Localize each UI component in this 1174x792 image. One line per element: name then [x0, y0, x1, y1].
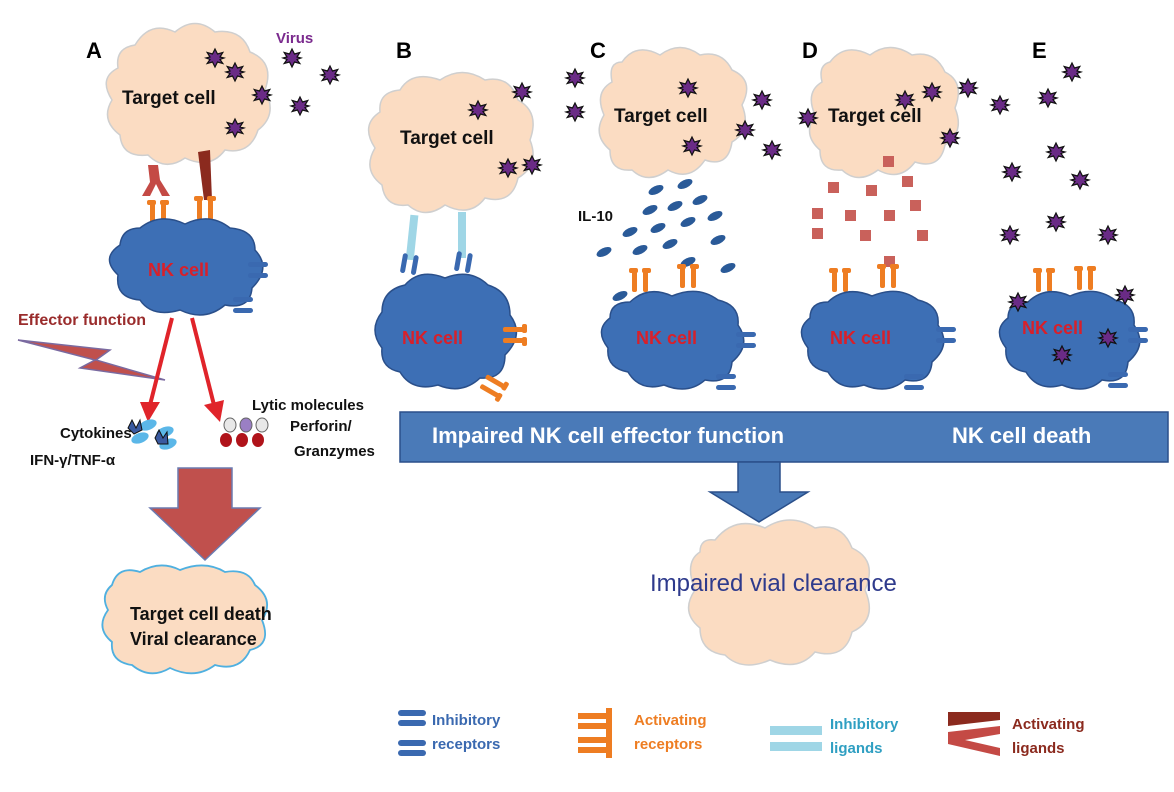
perforin-label: Perforin/	[290, 418, 352, 435]
panel-e	[990, 62, 1148, 390]
legend-activating-receptors-line1: Activating	[634, 712, 707, 729]
nk-cell-label-d: NK cell	[830, 328, 892, 348]
panel-label-d: D	[802, 38, 818, 63]
target-cell-label-b: Target cell	[400, 128, 494, 149]
soluble-ligands	[812, 156, 928, 267]
effector-bolt	[17, 339, 166, 381]
cytokines-cluster	[127, 418, 177, 450]
panel-label-a: A	[86, 38, 102, 63]
panel-label-c: C	[590, 38, 606, 63]
panel-label-e: E	[1032, 38, 1047, 63]
granzymes-label: Granzymes	[294, 443, 375, 460]
effector-function-label: Effector function	[18, 312, 146, 329]
lytic-molecules-label: Lytic molecules	[252, 397, 364, 414]
target-cell-death-label: Target cell death	[130, 604, 272, 624]
legend-inhibitory-receptors-icon	[398, 710, 426, 756]
viral-clearance-label: Viral clearance	[130, 629, 257, 649]
impaired-function-label: Impaired NK cell effector function	[432, 423, 785, 448]
activating-ligand-a2	[198, 150, 212, 200]
panel-a	[17, 22, 340, 675]
panel-d	[798, 46, 978, 390]
target-cell-d	[808, 46, 960, 179]
nk-cell-label-e: NK cell	[1022, 318, 1084, 338]
nk-cell-label-a: NK cell	[148, 260, 210, 280]
il10-label: IL-10	[578, 208, 614, 225]
big-down-arrow-a	[148, 467, 262, 562]
nk-cell-death-label: NK cell death	[952, 423, 1092, 448]
target-cell-label-c: Target cell	[614, 106, 708, 127]
outcome-cloud-a	[101, 564, 269, 675]
legend-inhibitory-ligands-line2: ligands	[830, 740, 883, 757]
nk-cell-a	[108, 218, 264, 316]
legend-inhibitory-ligands-line1: Inhibitory	[830, 716, 899, 733]
target-cell-b	[367, 71, 534, 214]
legend-inhibitory-ligands-icon	[770, 726, 822, 751]
legend-activating-ligands-line2: ligands	[1012, 740, 1065, 757]
nk-cell-b	[374, 273, 518, 390]
nk-cell-c	[600, 290, 745, 390]
impaired-banner	[399, 411, 1169, 463]
nk-cell-label-c: NK cell	[636, 328, 698, 348]
target-cell-c	[598, 46, 748, 179]
legend-activating-receptors-icon	[578, 708, 612, 758]
legend-inhibitory-receptors-line2: receptors	[432, 736, 501, 753]
nk-cell-e	[998, 290, 1141, 390]
virus-label: Virus	[276, 30, 314, 47]
legend-activating-receptors-line2: receptors	[634, 736, 703, 753]
ifn-tnf-label: IFN-γ/TNF-α	[30, 452, 116, 469]
legend-activating-ligands-line1: Activating	[1012, 716, 1085, 733]
impaired-cloud	[687, 519, 871, 666]
impaired-clearance-label: Impaired vial clearance	[650, 570, 897, 597]
banner-down-arrow	[707, 461, 811, 523]
cytokines-label: Cytokines	[60, 425, 132, 442]
il10-cluster	[596, 179, 736, 301]
legend-activating-ligands-icon	[948, 712, 1000, 756]
activating-ligand-a1	[142, 165, 170, 196]
lytic-molecules	[220, 417, 269, 447]
target-cell-label-d: Target cell	[828, 106, 922, 127]
nk-cell-d	[800, 290, 945, 390]
panel-c	[596, 46, 782, 390]
panel-b	[367, 68, 585, 403]
nk-cell-label-b: NK cell	[402, 328, 464, 348]
target-cell-label-a: Target cell	[122, 88, 216, 109]
legend-inhibitory-receptors-line1: Inhibitory	[432, 712, 501, 729]
panel-label-b: B	[396, 38, 412, 63]
